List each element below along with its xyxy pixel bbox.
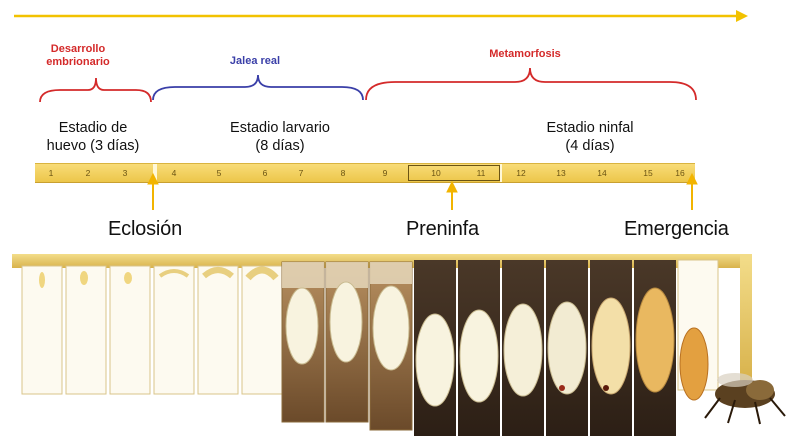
bracket-royal-jelly bbox=[153, 75, 363, 100]
stage-pupal-line1: Estadio ninfal bbox=[515, 119, 665, 137]
prepupa-arrow bbox=[447, 182, 457, 210]
pupal-cells bbox=[414, 260, 676, 436]
eclosion-arrow bbox=[148, 174, 158, 210]
stage-larval-line1: Estadio larvario bbox=[210, 119, 350, 137]
event-label-prepupa: Preninfa bbox=[406, 218, 479, 241]
stage-label-pupal: Estadio ninfal (4 días) bbox=[515, 119, 665, 155]
stage-label-larval: Estadio larvario (8 días) bbox=[210, 119, 350, 155]
timeline-arrow bbox=[0, 6, 791, 26]
event-label-eclosion: Eclosión bbox=[108, 218, 182, 241]
bracket-metamorphosis bbox=[366, 68, 696, 100]
stage-pupal-line2: (4 días) bbox=[515, 137, 665, 155]
event-label-emergence: Emergencia bbox=[624, 218, 729, 241]
event-arrows bbox=[0, 160, 791, 220]
emergence-arrow bbox=[687, 174, 697, 210]
comb-right-wall bbox=[740, 254, 752, 382]
stage-label-egg: Estadio de huevo (3 días) bbox=[28, 119, 158, 155]
stage-egg-line2: huevo (3 días) bbox=[28, 137, 158, 155]
larval-cells bbox=[282, 262, 368, 422]
prepupa-cell-9 bbox=[370, 262, 412, 430]
brood-comb-illustration bbox=[0, 248, 791, 443]
stage-egg-line1: Estadio de bbox=[28, 119, 158, 137]
egg-cells bbox=[22, 266, 282, 394]
stage-larval-line2: (8 días) bbox=[210, 137, 350, 155]
bracket-embryonic bbox=[40, 78, 151, 102]
emerging-pupa bbox=[680, 328, 708, 400]
phase-brackets bbox=[0, 60, 791, 110]
